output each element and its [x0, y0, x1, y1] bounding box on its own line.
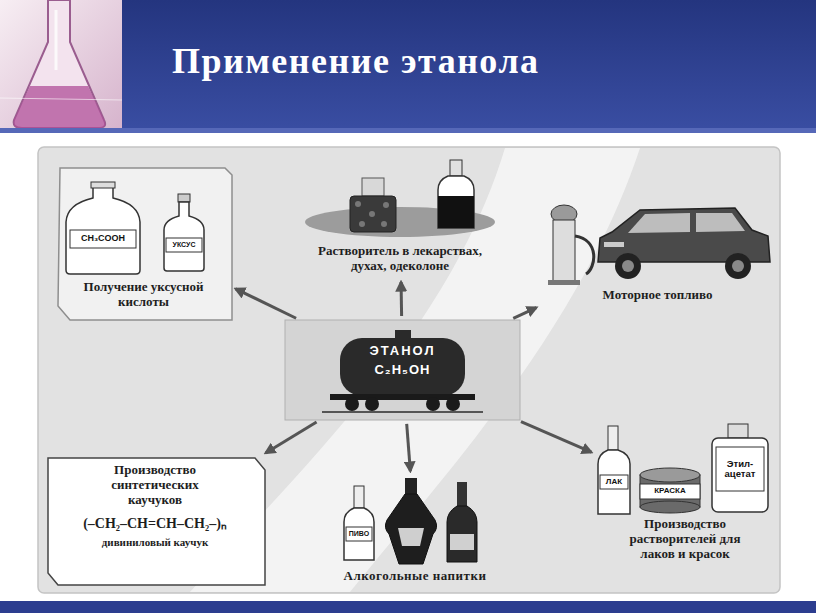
- label-plate: ЛАК: [600, 475, 628, 489]
- bottle-label: CH₃COOH: [81, 234, 125, 243]
- center-ground: [285, 320, 520, 420]
- application-box: Получение уксусной кислоты: [55, 168, 232, 320]
- label-plate: УКСУС: [166, 238, 202, 252]
- node-subtext: (–CH₂–CH=CH–CH₂–)ₙ: [83, 516, 227, 532]
- acid-jug: [66, 182, 140, 274]
- car: [598, 208, 770, 279]
- bottle-label: Этил-ацетат: [717, 459, 763, 479]
- node-caption: Получение уксусной кислоты: [69, 280, 219, 310]
- lacquer-bottle: [598, 426, 630, 514]
- arrow-connector: [266, 422, 317, 453]
- label-plate: ПИВО: [346, 527, 372, 541]
- tank-text: ЭТАНОЛ: [369, 344, 435, 359]
- arrow-connector: [407, 424, 411, 471]
- arrow-connector: [400, 282, 404, 316]
- label-plate: CH₃COOH: [70, 230, 136, 248]
- bottle-label: УКСУС: [173, 241, 196, 248]
- header-band: [0, 0, 816, 133]
- cognac-bottle: [385, 478, 436, 564]
- bottle-label: ЛАК: [606, 478, 622, 486]
- fuel-pump: [548, 205, 594, 285]
- node-caption: Алкогольные напитки: [344, 569, 487, 584]
- ethanol-tank: ЭТАНОЛ C₂H₅OH: [285, 320, 520, 420]
- paint-can: [640, 468, 700, 513]
- beer-bottle: [344, 486, 374, 560]
- bottle-label: КРАСКА: [654, 487, 686, 495]
- arrow-connector: [513, 308, 536, 319]
- label-plate: Этил-ацетат: [716, 447, 764, 491]
- application-box: Производство синтетических каучуков (–CH₂…: [45, 455, 265, 585]
- arrow-connector: [236, 289, 297, 318]
- application-box: Моторное топливо: [540, 196, 775, 306]
- slide-title: Применение этанола: [172, 40, 540, 82]
- medicine-bottle: [438, 160, 474, 228]
- node-caption: Моторное топливо: [603, 288, 713, 303]
- arrow-connector: [521, 422, 591, 453]
- flask-icon: [0, 0, 122, 128]
- acid-panel: [58, 168, 232, 320]
- vinegar-bottle: [164, 194, 204, 271]
- flask-photo: [0, 0, 122, 133]
- node-subtext: дивиниловый каучук: [102, 536, 209, 549]
- node-caption: Растворитель в лекарствах, духах, одекол…: [300, 244, 500, 274]
- perfume-bottle: [350, 178, 396, 232]
- tank-car: [322, 330, 483, 412]
- ethyl-acetate-jar: [712, 424, 768, 512]
- footer-band: [0, 601, 816, 613]
- node-caption: Производство растворителей для лаков и к…: [621, 517, 749, 562]
- node-caption: Производство синтетических каучуков: [93, 463, 218, 508]
- bottle-label: ПИВО: [349, 530, 369, 537]
- tank-text: C₂H₅OH: [374, 363, 430, 378]
- application-box: Растворитель в лекарствах, духах, одекол…: [294, 158, 506, 278]
- wine-bottle: [447, 482, 477, 562]
- header-stripe: [0, 128, 816, 133]
- rubber-panel: [48, 458, 265, 585]
- label-plate: КРАСКА: [640, 484, 700, 499]
- panel-ground: [38, 147, 780, 593]
